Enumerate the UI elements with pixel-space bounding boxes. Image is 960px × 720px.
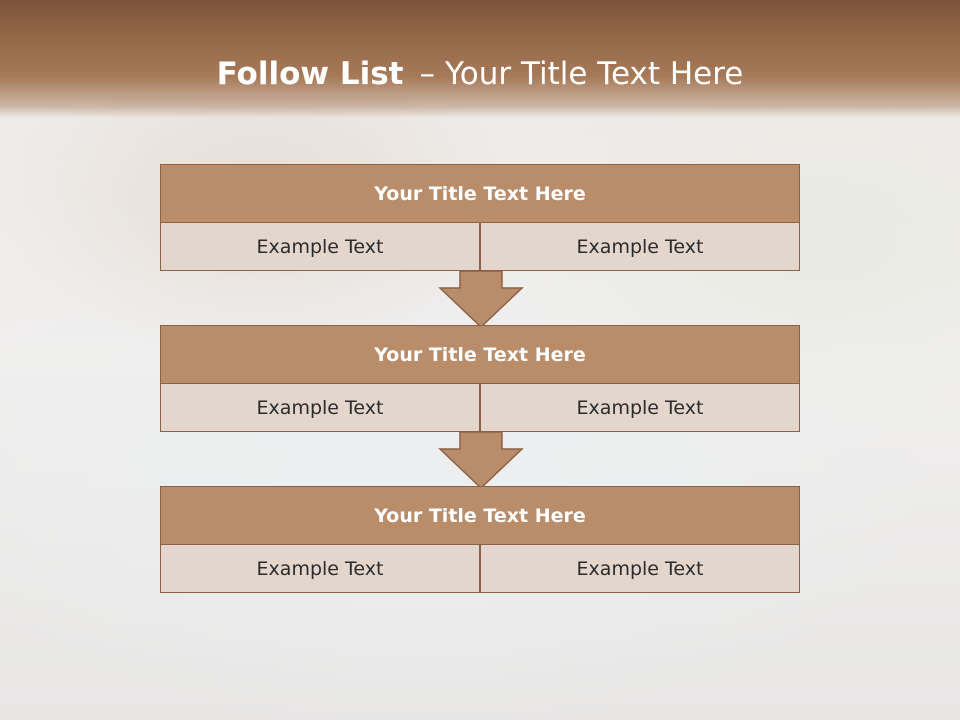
title-bold: Follow List: [216, 56, 404, 92]
block-cell-right: Example Text: [480, 544, 800, 593]
block-cell-right: Example Text: [480, 222, 800, 271]
block-title: Your Title Text Here: [160, 325, 800, 384]
down-arrow-icon: [438, 270, 524, 328]
header-band: [0, 0, 960, 118]
slide-title: Follow List–Your Title Text Here: [0, 56, 960, 92]
down-arrow-icon: [438, 431, 524, 489]
block-cell-left: Example Text: [160, 544, 480, 593]
title-rest: Your Title Text Here: [444, 56, 744, 92]
block-cell-left: Example Text: [160, 222, 480, 271]
block-cell-left: Example Text: [160, 383, 480, 432]
title-dash: –: [419, 56, 435, 92]
block-cell-right: Example Text: [480, 383, 800, 432]
block-title: Your Title Text Here: [160, 164, 800, 223]
block-title: Your Title Text Here: [160, 486, 800, 545]
